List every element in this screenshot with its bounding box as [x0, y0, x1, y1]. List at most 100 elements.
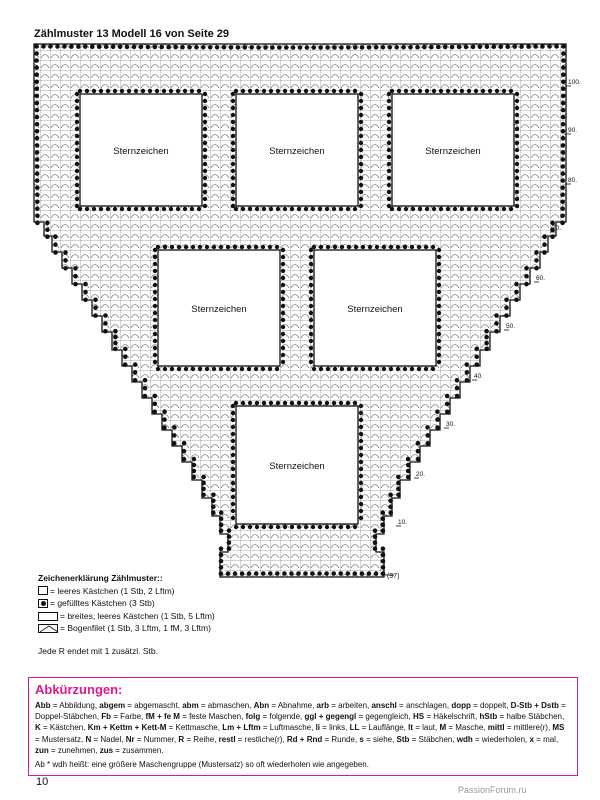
filled-square-mark	[514, 147, 520, 153]
abbreviation-value: = Luftmasche,	[260, 723, 316, 733]
filled-square-mark	[230, 501, 236, 507]
filled-square-mark	[201, 486, 206, 492]
filled-square-mark	[422, 44, 427, 50]
filled-square-mark	[90, 44, 95, 49]
filled-square-mark	[211, 504, 216, 510]
filled-square-mark	[402, 244, 408, 250]
filled-square-mark	[253, 571, 259, 576]
abbreviation-value: = Abnahme,	[269, 701, 317, 710]
filled-square-mark	[514, 203, 520, 209]
filled-square-mark	[275, 524, 281, 530]
filled-square-mark	[230, 431, 236, 437]
filled-square-mark	[423, 244, 429, 250]
filled-square-mark	[230, 417, 236, 423]
filled-square-mark	[386, 98, 392, 104]
filled-square-mark	[560, 220, 565, 226]
filled-square-mark	[359, 571, 365, 576]
filled-square-mark	[181, 448, 187, 454]
abbreviation-value: = Kettmasche,	[166, 723, 223, 733]
filled-square-mark	[514, 196, 520, 202]
motif-square	[235, 93, 359, 207]
filled-square-mark	[230, 508, 236, 514]
filled-square-mark	[247, 88, 253, 94]
filled-square-mark	[473, 88, 479, 94]
filled-square-mark	[561, 72, 566, 77]
filled-square-mark	[560, 100, 566, 106]
filled-square-mark	[211, 492, 216, 498]
filled-square-mark	[230, 452, 236, 458]
filled-square-mark	[280, 268, 286, 274]
filled-square-mark	[310, 524, 316, 530]
filled-square-mark	[345, 400, 351, 406]
filled-square-mark	[230, 161, 236, 167]
filled-square-mark	[410, 206, 416, 212]
filled-square-mark	[45, 227, 50, 233]
abbreviation-value: = zusammen.	[113, 745, 164, 755]
filled-square-mark	[247, 206, 253, 212]
filled-square-mark	[181, 440, 187, 446]
abbreviation-value: = Masche,	[446, 723, 488, 733]
filled-square-mark	[514, 281, 519, 287]
filled-square-mark	[263, 45, 268, 50]
filled-square-mark	[524, 281, 529, 287]
filled-square-mark	[246, 366, 252, 372]
filled-square-mark	[289, 524, 295, 530]
abbreviation-key: Nr	[125, 734, 135, 744]
filled-square-mark	[380, 546, 386, 551]
filled-square-mark	[218, 522, 224, 527]
filled-square-mark	[168, 206, 174, 212]
filled-square-mark	[366, 571, 372, 576]
filled-square-mark	[152, 345, 158, 351]
filled-square-mark	[211, 366, 217, 372]
filled-square-mark	[308, 310, 314, 316]
filled-square-mark	[242, 45, 248, 50]
filled-square-mark	[268, 88, 274, 94]
filled-square-mark	[162, 425, 167, 430]
filled-square-mark	[169, 244, 175, 250]
filled-square-mark	[282, 571, 287, 576]
filled-square-mark	[324, 400, 330, 406]
filled-square-mark	[346, 244, 352, 250]
filled-square-mark	[275, 206, 281, 212]
filled-square-mark	[352, 400, 358, 406]
filled-square-mark	[297, 45, 303, 50]
filled-square-mark	[34, 136, 40, 141]
filled-square-mark	[254, 524, 260, 530]
filled-square-mark	[324, 524, 330, 530]
filled-square-mark	[74, 203, 80, 209]
filled-square-mark	[260, 366, 266, 372]
filled-square-mark	[202, 140, 208, 146]
filled-square-mark	[280, 296, 286, 302]
filled-square-mark	[308, 275, 314, 281]
filled-square-mark	[514, 98, 520, 104]
filled-square-mark	[152, 338, 158, 344]
filled-square-mark	[381, 244, 387, 250]
filled-square-mark	[436, 338, 442, 344]
filled-square-mark	[74, 196, 80, 202]
filled-square-mark	[425, 433, 431, 438]
filled-square-mark	[388, 492, 393, 498]
filled-square-mark	[444, 393, 450, 399]
filled-square-mark	[436, 268, 442, 274]
filled-square-mark	[435, 417, 440, 422]
filled-square-mark	[386, 119, 392, 125]
filled-square-mark	[424, 206, 430, 212]
filled-square-mark	[454, 378, 460, 383]
filled-square-mark	[202, 126, 208, 132]
filled-square-mark	[484, 44, 490, 50]
filled-square-mark	[561, 51, 566, 56]
abbreviation-key: x	[529, 734, 534, 744]
abbreviation-key: K	[35, 723, 41, 733]
filled-square-mark	[122, 362, 128, 367]
filled-square-mark	[34, 121, 40, 127]
filled-square-mark	[346, 366, 352, 372]
filled-square-mark	[308, 331, 314, 337]
filled-square-mark	[331, 524, 337, 530]
filled-square-mark	[534, 258, 539, 263]
filled-square-mark	[454, 385, 460, 391]
filled-square-mark	[514, 119, 520, 125]
filled-square-mark	[280, 303, 286, 309]
filled-square-mark	[202, 133, 208, 139]
filled-square-mark	[176, 366, 182, 372]
filled-square-mark	[34, 72, 39, 77]
